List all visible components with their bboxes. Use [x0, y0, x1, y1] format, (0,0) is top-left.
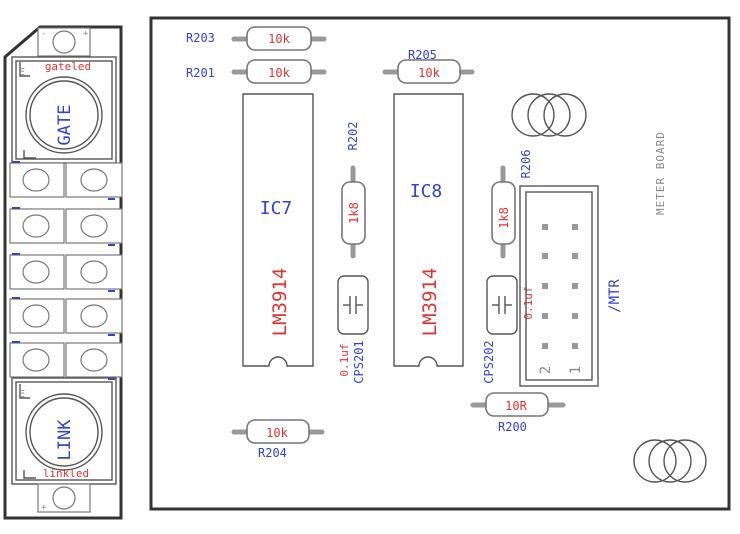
resistor-r205	[397, 59, 461, 84]
r204-ref: R204	[258, 446, 287, 460]
r202-ref: R202	[346, 122, 360, 151]
r200-ref: R200	[498, 420, 527, 434]
r202-value: 1k8	[347, 202, 361, 224]
mtr-header-outline	[519, 185, 599, 387]
meter-board-outline	[149, 16, 731, 511]
capacitor-cps202	[486, 275, 518, 335]
ic8-part: LM3914	[419, 268, 441, 337]
plus-mark: +	[83, 29, 89, 39]
cps202-value: 0.1uf	[522, 286, 535, 319]
r203-value: 10k	[268, 32, 290, 46]
mtr-header-pins	[542, 224, 578, 349]
r203-ref: R203	[186, 31, 215, 45]
r201-ref: R201	[186, 66, 215, 80]
mtr-pin1-label: 1	[568, 366, 584, 374]
cps202-ref: CPS202	[482, 340, 496, 383]
link-button-label: LINK	[55, 419, 75, 461]
bottom-pad-hole	[52, 486, 76, 510]
r201-value: 10k	[268, 66, 290, 80]
link-led-label: linkled	[43, 467, 89, 480]
led-rings-bottom	[633, 439, 707, 483]
mtr-header-label: /MTR	[607, 279, 623, 313]
gate-button-label: GATE	[55, 105, 75, 146]
ic8-outline	[393, 93, 464, 367]
r206-ref: R206	[519, 150, 533, 179]
r205-value: 10k	[418, 66, 440, 80]
ic8-ref: IC8	[410, 181, 443, 202]
r205-ref: R205	[408, 48, 437, 62]
ic7-part: LM3914	[269, 268, 291, 337]
gate-led-label: gateled	[45, 60, 91, 73]
cps201-value: 0.1uf	[338, 343, 351, 376]
mtr-header-inner	[525, 191, 593, 381]
mtr-pin2-label: 2	[538, 366, 554, 374]
top-pad-hole	[52, 30, 76, 54]
link-button[interactable]: E	[11, 377, 117, 485]
resistor-r202	[341, 181, 366, 245]
svg-text:E: E	[19, 67, 25, 78]
switch-board-outline	[3, 25, 123, 520]
switch-pad-rows	[9, 161, 123, 380]
resistor-r206	[491, 181, 516, 245]
r200-value: 10R	[505, 399, 527, 413]
ic7-ref: IC7	[260, 198, 293, 219]
resistor-r201	[246, 59, 312, 84]
cps201-ref: CPS201	[352, 340, 366, 383]
led-rings-top	[511, 93, 587, 137]
resistor-r200	[485, 392, 549, 417]
svg-text:+: +	[41, 503, 47, 513]
capacitor-cps201	[337, 275, 369, 335]
ic7-outline	[242, 93, 314, 367]
resistor-r203	[246, 26, 312, 51]
resistor-r204	[246, 419, 310, 444]
svg-text:E: E	[19, 389, 25, 400]
minus-mark: -	[41, 29, 46, 39]
r206-value: 1k8	[497, 207, 511, 229]
r204-value: 10k	[266, 426, 288, 440]
board-title: METER BOARD	[654, 131, 667, 215]
